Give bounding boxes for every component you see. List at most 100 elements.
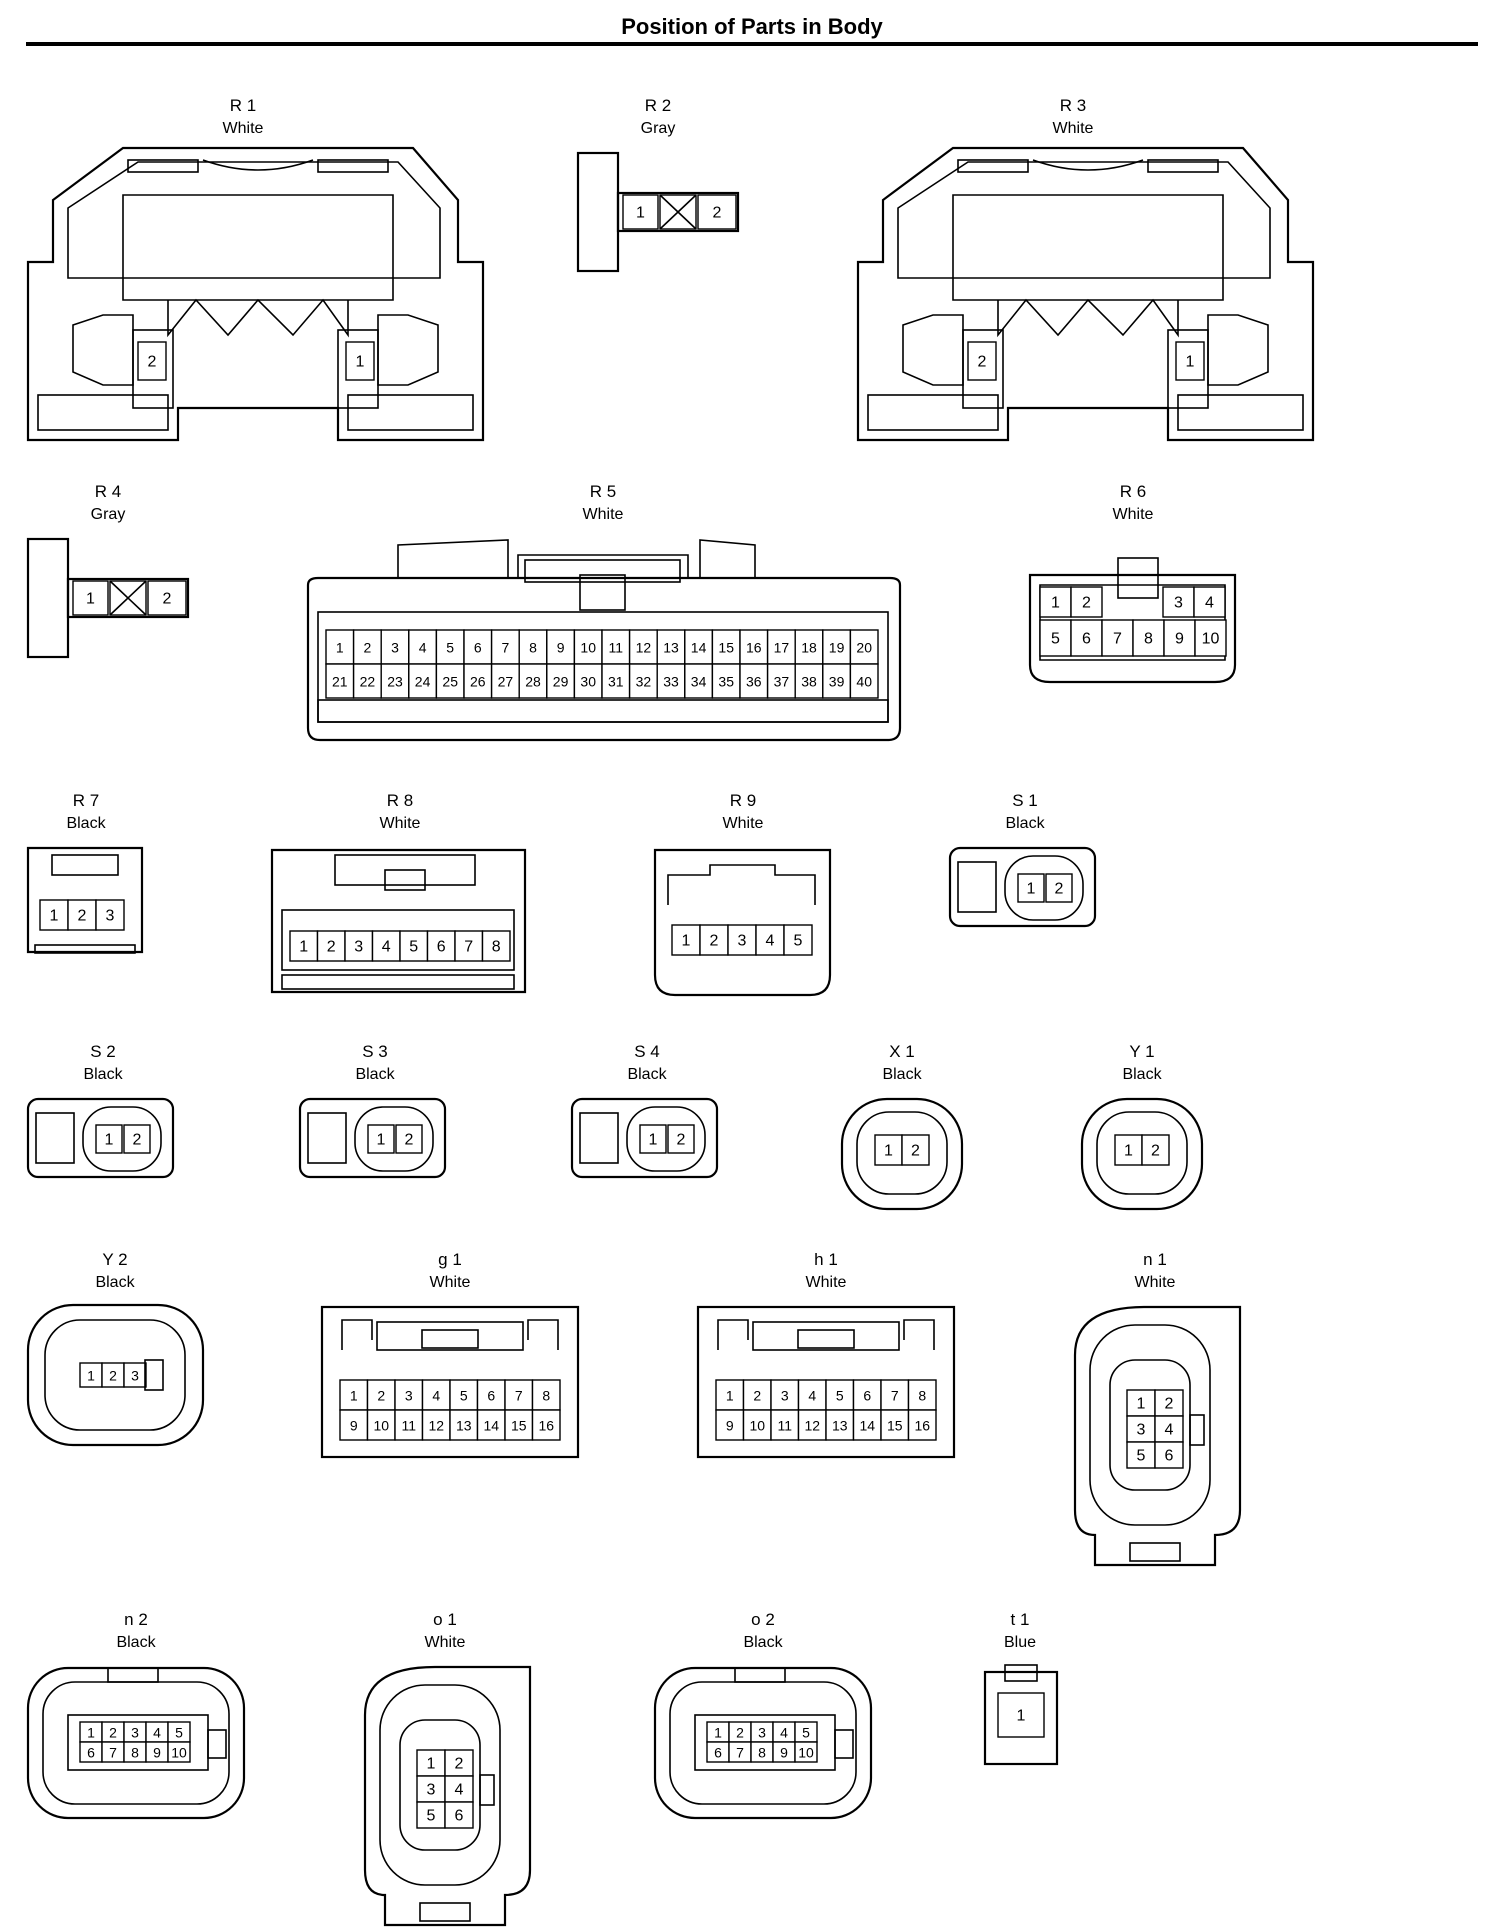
pin-label: 33 [663,674,679,690]
connector-id-o2: o 2 [751,1610,775,1629]
pin-label: 4 [808,1388,816,1404]
pin-label: 3 [1174,595,1183,612]
pin-label: 12 [636,640,652,656]
pin-label: 23 [387,674,403,690]
pin-label: 37 [774,674,790,690]
pin-label: 10 [373,1418,389,1434]
pin-label: 3 [131,1725,139,1741]
pin-label: 29 [553,674,569,690]
pin-label: 8 [1144,631,1153,648]
connector-color-s2: Black [83,1066,123,1083]
pin-label: 4 [780,1725,788,1741]
pin-label: 11 [777,1418,792,1434]
pin-label: 4 [153,1725,161,1741]
pin-label: 28 [525,674,541,690]
connector-y1: Y 1 Black 1 2 [1080,1042,1204,1211]
pin-label: 5 [175,1725,183,1741]
pin-label: 1 [1124,1143,1133,1160]
pin-label: 36 [746,674,762,690]
pin-label: 1 [50,908,59,925]
pin-label: 2 [148,354,157,371]
pin-label: 5 [460,1388,468,1404]
pin-label: 9 [153,1745,161,1761]
pin-label: 1 [649,1132,658,1149]
connector-id-r4: R 4 [95,482,121,501]
connector-id-n2: n 2 [124,1610,148,1629]
pin-label: 5 [1051,631,1060,648]
connector-color-g1: White [430,1274,471,1291]
pin-label: 2 [911,1143,920,1160]
pin-label: 1 [350,1388,358,1404]
pin-label: 1 [105,1132,114,1149]
pin-label: 17 [774,640,790,656]
pin-label: 2 [1151,1143,1160,1160]
pin-label: 1 [299,939,308,956]
pin-label: 16 [538,1418,554,1434]
pin-label: 2 [364,640,372,656]
pin-label: 1 [87,1368,95,1384]
pin-label: 1 [377,1132,386,1149]
pin-label: 13 [832,1418,848,1434]
pin-label: 7 [891,1388,899,1404]
pin-label: 14 [691,640,707,656]
pin-label: 10 [749,1418,765,1434]
pin-label: 7 [109,1745,117,1761]
pin-label: 1 [1027,881,1036,898]
pin-label: 3 [781,1388,789,1404]
pin-label: 16 [746,640,762,656]
pin-label: 11 [401,1418,416,1434]
pin-label: 10 [1202,631,1220,648]
pin-label: 40 [856,674,872,690]
pin-label: 18 [801,640,817,656]
connector-color-n2: Black [116,1634,156,1651]
pin-label: 2 [753,1388,761,1404]
connector-color-y1: Black [1122,1066,1162,1083]
connector-id-t1: t 1 [1011,1610,1030,1629]
pin-label: 2 [163,591,172,608]
pin-label: 2 [1055,881,1064,898]
pin-label: 1 [682,933,691,950]
pin-label: 2 [677,1132,686,1149]
connector-id-r6: R 6 [1120,482,1146,501]
pin-label: 2 [109,1368,117,1384]
pin-label: 7 [1113,631,1122,648]
pin-label: 2 [78,908,87,925]
pin-label: 6 [455,1808,464,1825]
pin-label: 14 [483,1418,499,1434]
pin-label: 5 [836,1388,844,1404]
pin-label: 4 [432,1388,440,1404]
pin-label: 1 [427,1756,436,1773]
pin-label: 6 [714,1745,722,1761]
connector-color-t1: Blue [1004,1634,1036,1651]
connector-id-r9: R 9 [730,791,756,810]
pin-label: 2 [327,939,336,956]
connector-id-y1: Y 1 [1129,1042,1154,1061]
connector-id-o1: o 1 [433,1610,457,1629]
pin-label: 12 [428,1418,444,1434]
pin-label: 8 [542,1388,550,1404]
pin-label: 1 [356,354,365,371]
connector-id-s3: S 3 [362,1042,388,1061]
pin-label: 3 [391,640,399,656]
pin-label: 2 [710,933,719,950]
pin-label: 2 [405,1132,414,1149]
pin-label: 14 [859,1418,875,1434]
connector-id-h1: h 1 [814,1250,838,1269]
connector-color-r2: Gray [641,120,676,137]
connector-color-x1: Black [882,1066,922,1083]
connector-id-r3: R 3 [1060,96,1086,115]
pin-label: 8 [131,1745,139,1761]
pin-label: 7 [464,939,473,956]
pin-label: 4 [419,640,427,656]
pin-label: 4 [1205,595,1214,612]
pin-label: 15 [887,1418,903,1434]
